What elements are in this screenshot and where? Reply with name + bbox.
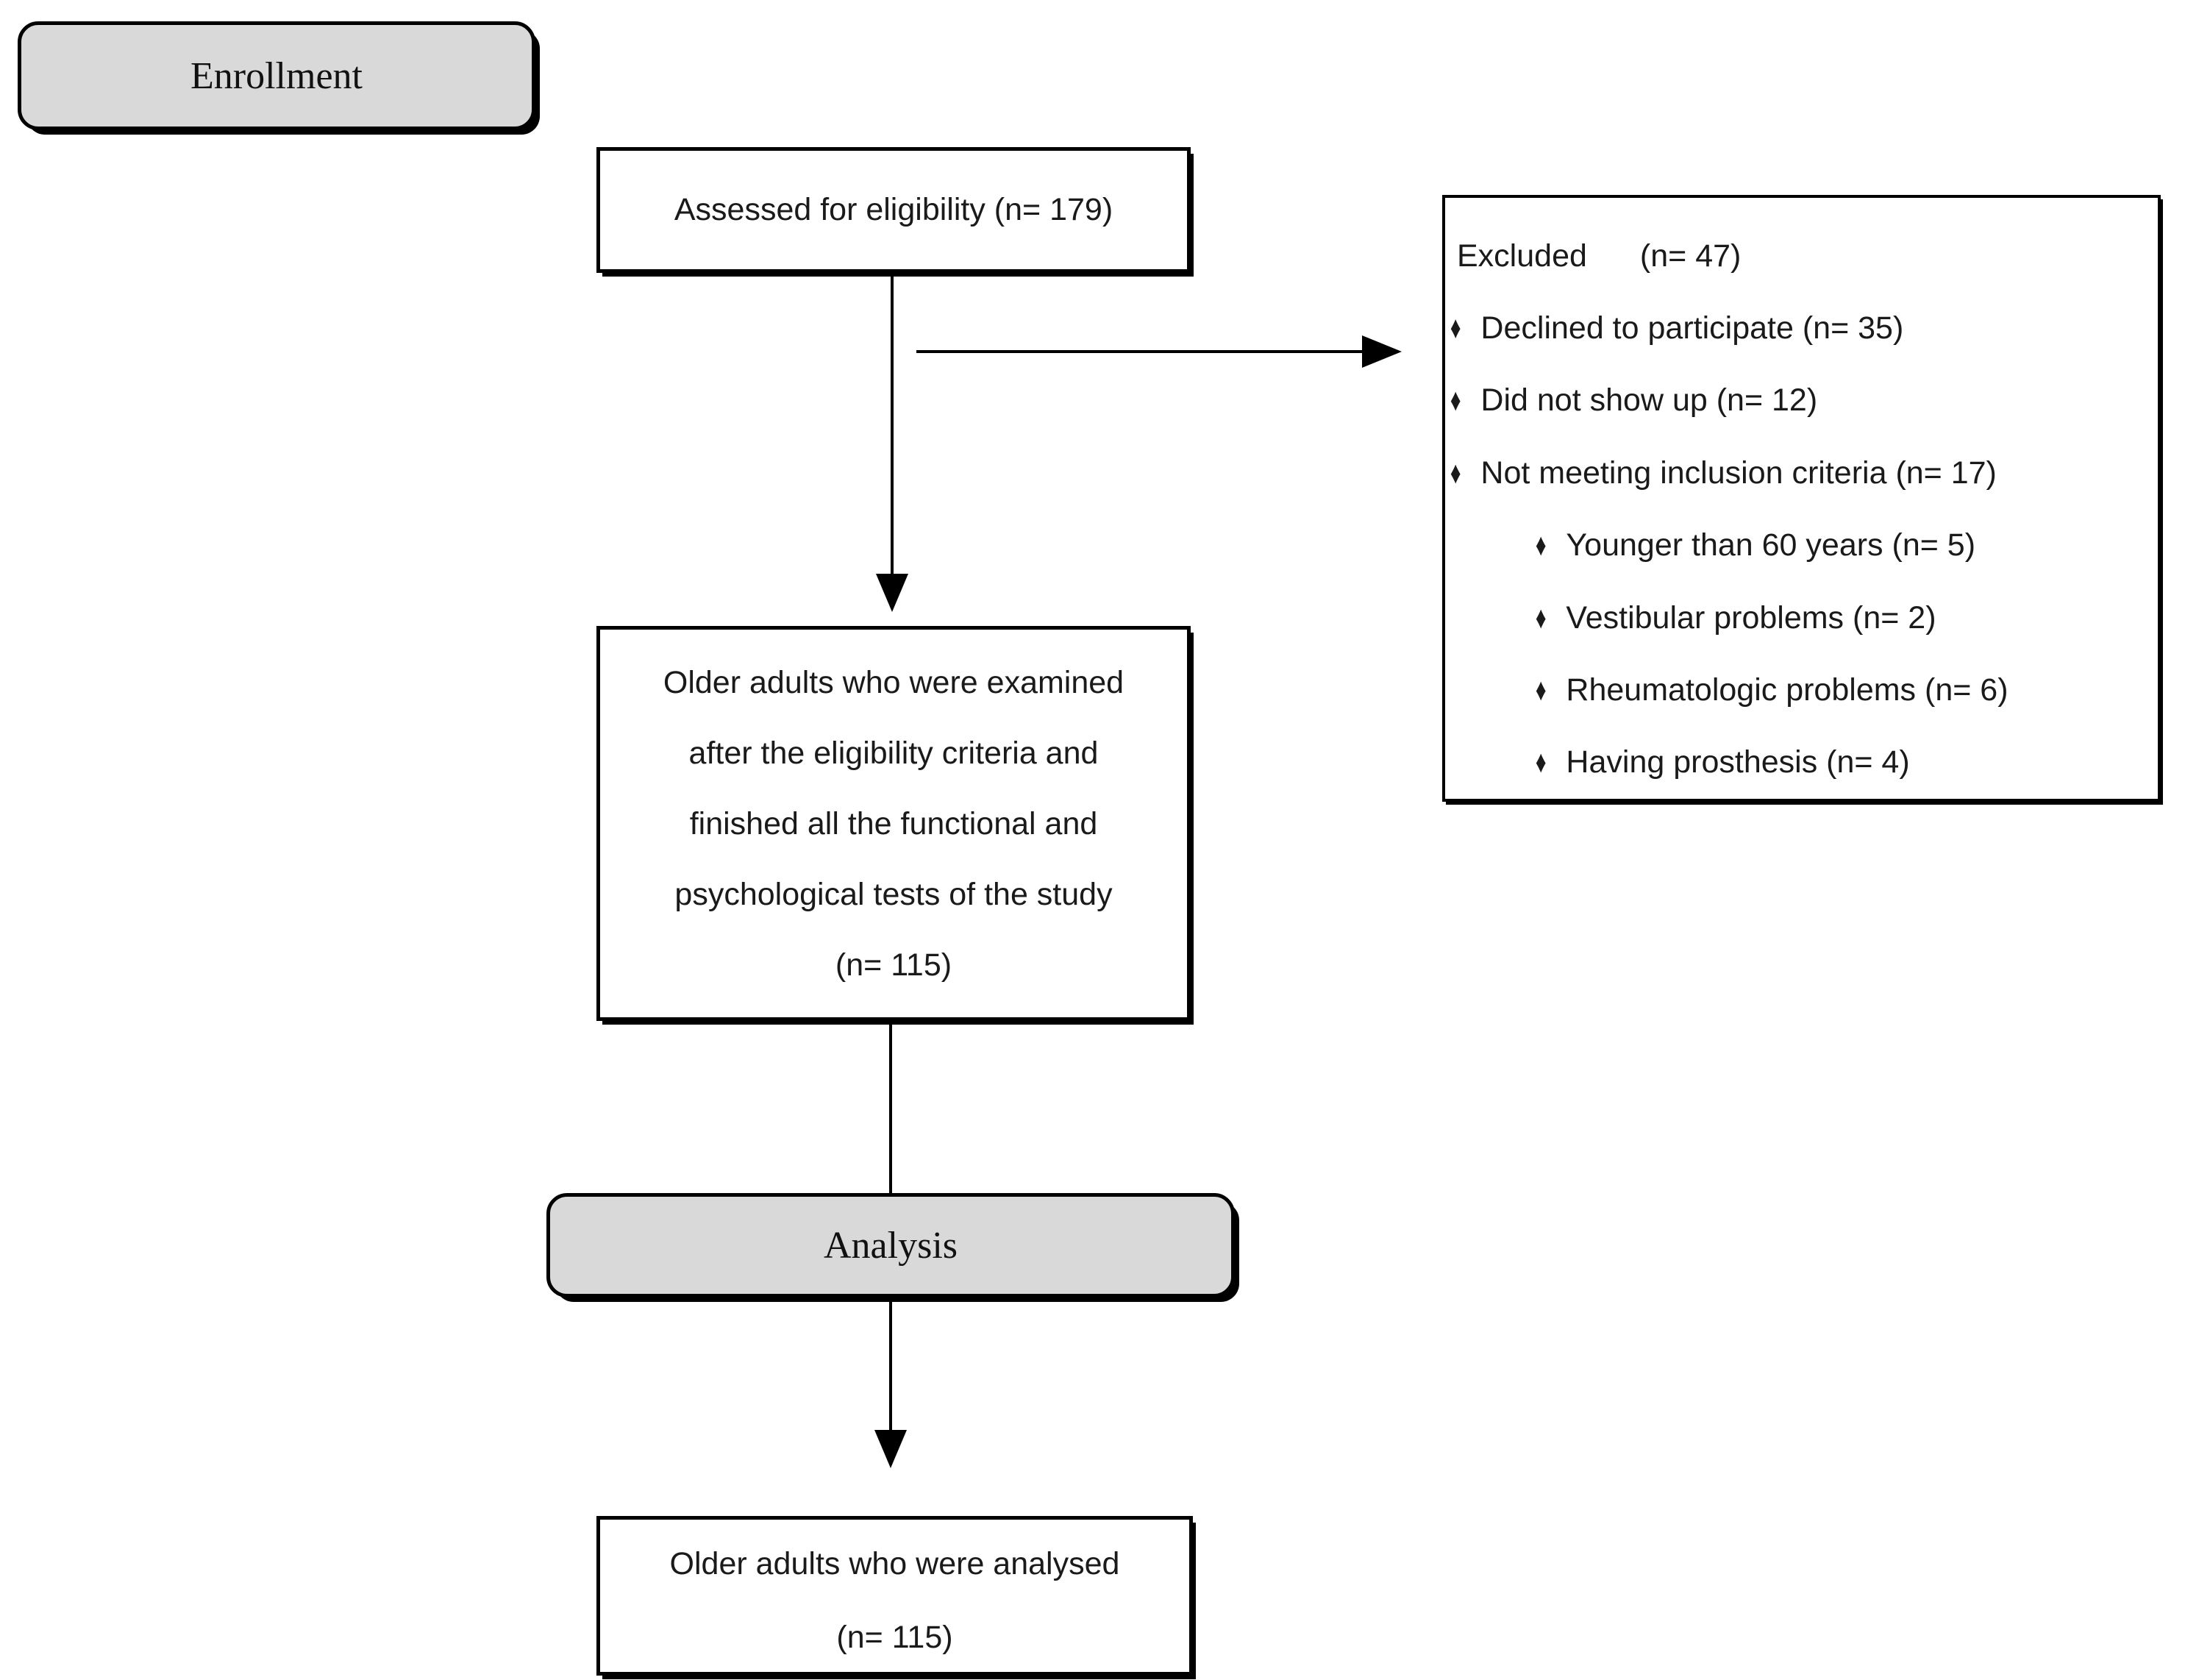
arrowhead-down-to-examined-icon: [876, 574, 908, 612]
diamond-bullet-icon: ♦: [1535, 672, 1547, 708]
examined-line: (n= 115): [835, 947, 952, 983]
excluded-subitem: ♦ Vestibular problems (n= 2): [1445, 582, 2158, 654]
excluded-item: ♦ Declined to participate (n= 35): [1445, 292, 2158, 364]
assessed-text: Assessed for eligibility (n= 179): [674, 192, 1113, 227]
excluded-item: ♦ Not meeting inclusion criteria (n= 17): [1445, 437, 2158, 509]
excluded-item-text: Rheumatologic problems (n= 6): [1566, 672, 2008, 708]
line-branch-to-excluded: [916, 350, 1362, 353]
excluded-item: ♦ Did not show up (n= 12): [1445, 365, 2158, 437]
excluded-title-row: Excluded (n= 47): [1445, 220, 2158, 292]
diamond-bullet-icon: ♦: [1535, 744, 1547, 780]
examined-box: Older adults who were examined after the…: [596, 626, 1191, 1021]
excluded-subitem: ♦ Having prosthesis (n= 4): [1445, 727, 2158, 799]
analysed-line: Older adults who were analysed: [669, 1546, 1120, 1581]
examined-line: finished all the functional and: [689, 806, 1098, 841]
excluded-item-text: Vestibular problems (n= 2): [1566, 599, 1936, 636]
analysis-stage-label: Analysis: [824, 1224, 958, 1267]
diamond-bullet-icon: ♦: [1535, 527, 1547, 563]
diamond-bullet-icon: ♦: [1450, 455, 1461, 491]
line-examined-to-analysis: [889, 1021, 892, 1193]
diamond-bullet-icon: ♦: [1535, 600, 1547, 635]
excluded-item-text: Did not show up (n= 12): [1480, 382, 1818, 419]
assessed-for-eligibility-box: Assessed for eligibility (n= 179): [596, 147, 1191, 273]
excluded-subitem: ♦ Younger than 60 years (n= 5): [1445, 510, 2158, 582]
excluded-title-count: (n= 47): [1639, 238, 1742, 274]
diamond-bullet-icon: ♦: [1450, 310, 1461, 346]
diamond-bullet-icon: ♦: [1450, 383, 1461, 418]
excluded-item-text: Having prosthesis (n= 4): [1566, 744, 1910, 780]
excluded-item-text: Declined to participate (n= 35): [1480, 310, 1904, 346]
excluded-item-text: Not meeting inclusion criteria (n= 17): [1480, 455, 1997, 491]
excluded-item-text: Younger than 60 years (n= 5): [1566, 527, 1976, 563]
analysed-box: Older adults who were analysed (n= 115): [596, 1516, 1193, 1676]
arrowhead-down-to-analysed-icon: [874, 1430, 907, 1468]
analysis-stage-box: Analysis: [546, 1193, 1235, 1298]
arrowhead-right-to-excluded-icon: [1362, 335, 1402, 368]
line-analysis-to-analysed: [889, 1298, 892, 1430]
enrollment-stage-box: Enrollment: [18, 21, 535, 130]
analysed-line: (n= 115): [836, 1620, 953, 1655]
line-assessed-to-examined: [891, 273, 894, 574]
excluded-subitem: ♦ Rheumatologic problems (n= 6): [1445, 654, 2158, 726]
examined-line: after the eligibility criteria and: [688, 736, 1099, 771]
enrollment-stage-label: Enrollment: [190, 54, 363, 97]
examined-line: psychological tests of the study: [674, 877, 1113, 912]
excluded-box: Excluded (n= 47) ♦ Declined to participa…: [1442, 195, 2161, 802]
excluded-title-label: Excluded: [1457, 238, 1587, 274]
examined-line: Older adults who were examined: [663, 665, 1124, 700]
